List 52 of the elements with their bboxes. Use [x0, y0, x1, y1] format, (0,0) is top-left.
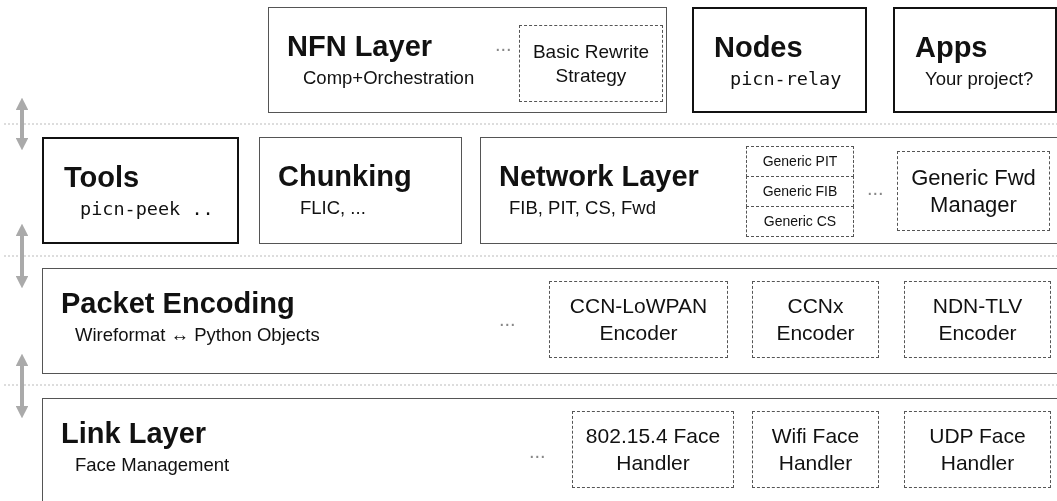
- layer-description: Your project?: [925, 68, 1034, 91]
- layer-box: [692, 7, 867, 113]
- module-label: Generic PIT: [762, 152, 838, 171]
- layer-box: [42, 268, 1057, 374]
- module-box: [904, 281, 1051, 358]
- module-box: [746, 146, 854, 177]
- module-label: Wifi Face Handler: [770, 423, 861, 476]
- layer-title: Packet Encoding: [61, 287, 296, 321]
- layer-title: Tools: [64, 161, 141, 195]
- layer-title: Apps: [915, 31, 989, 65]
- module-box: [519, 25, 663, 102]
- layer-description: Comp+Orchestration: [303, 67, 475, 90]
- layer-description: FIB, PIT, CS, Fwd: [509, 197, 657, 220]
- module-box: [752, 411, 879, 488]
- module-box: [572, 411, 734, 488]
- module-label: UDP Face Handler: [928, 423, 1027, 476]
- layer-title: Link Layer: [61, 417, 208, 451]
- module-box: [746, 176, 854, 207]
- module-label: 802.15.4 Face Handler: [584, 423, 722, 476]
- module-label: CCNx Encoder: [775, 293, 856, 346]
- ellipsis-text: ...: [867, 178, 884, 198]
- command-name: picn-relay: [730, 68, 842, 91]
- ellipsis-text: ...: [529, 441, 546, 461]
- layer-box: [268, 7, 667, 113]
- module-label: NDN-TLV Encoder: [931, 293, 1024, 346]
- ellipsis-text: ...: [499, 309, 516, 329]
- layer-title: Chunking: [278, 160, 412, 194]
- layer-title: NFN Layer: [287, 30, 434, 64]
- module-box: [549, 281, 728, 358]
- module-label: Generic Fwd Manager: [910, 163, 1037, 219]
- layer-description: Face Management: [75, 454, 230, 477]
- layer-description: FLIC, ...: [300, 197, 367, 220]
- layer-box: [42, 398, 1057, 501]
- layer-title: Nodes: [714, 31, 804, 65]
- layer-box: [893, 7, 1057, 113]
- ellipsis-text: ...: [495, 34, 512, 54]
- module-box: [752, 281, 879, 358]
- layer-box: [42, 137, 239, 244]
- layer-title: Network Layer: [499, 160, 699, 194]
- module-label: Basic Rewrite Strategy: [531, 39, 651, 88]
- layer-description: Wireformat ↔ Python Objects: [75, 324, 320, 347]
- module-box: [746, 206, 854, 237]
- command-name: picn-peek ..: [80, 198, 214, 221]
- module-label: Generic CS: [763, 212, 837, 231]
- layer-box: [480, 137, 1057, 244]
- module-box: [897, 151, 1050, 231]
- module-label: CCN-LoWPAN Encoder: [568, 293, 709, 346]
- layer-box: [259, 137, 462, 244]
- double-arrow: [15, 223, 29, 289]
- double-arrow: [15, 353, 29, 419]
- module-label: Generic FIB: [762, 182, 838, 201]
- module-box: [904, 411, 1051, 488]
